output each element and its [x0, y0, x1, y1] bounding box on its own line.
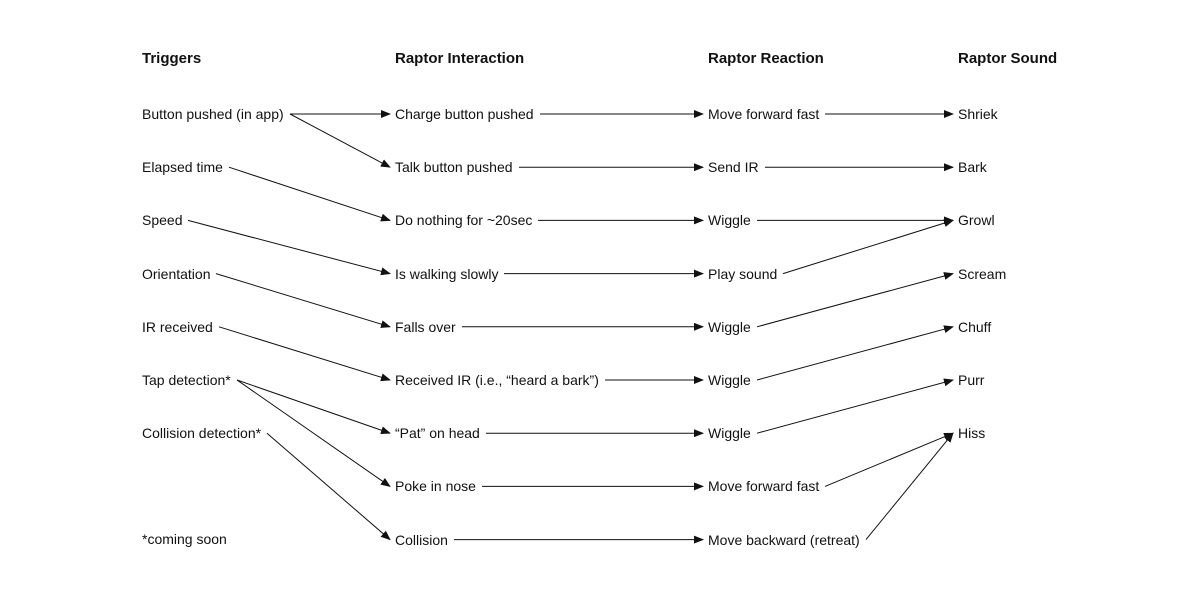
reaction-node: Play sound [708, 265, 778, 282]
sound-node: Scream [958, 265, 1007, 282]
reaction-node: Wiggle [708, 318, 751, 335]
arrow-trigger-to-interaction [266, 432, 391, 541]
reaction-node: Wiggle [708, 372, 751, 388]
trigger-node: IR received [142, 318, 213, 335]
trigger-node: Orientation [142, 265, 211, 282]
sound-node: Shriek [958, 106, 998, 122]
header-triggers: Triggers [142, 50, 202, 67]
interaction-node: Do nothing for ~20sec [395, 212, 533, 229]
arrow-trigger-to-interaction [218, 326, 391, 382]
sound-node: Chuff [958, 318, 992, 335]
sound-node: Bark [958, 159, 987, 176]
sound-node: Hiss [958, 425, 986, 442]
arrow-reaction-to-sound [782, 219, 954, 275]
sound-node: Growl [958, 212, 995, 229]
interaction-node: “Pat” on head [395, 425, 480, 442]
header-raptor-interaction: Raptor Interaction [395, 50, 525, 67]
arrow-reaction-to-sound [824, 432, 954, 487]
sound-node: Purr [958, 372, 985, 388]
interaction-node: Received IR (i.e., “heard a bark”) [395, 372, 599, 388]
arrow-trigger-to-interaction [215, 273, 391, 328]
trigger-node: Tap detection* [142, 372, 231, 388]
interaction-node: Collision [395, 531, 448, 548]
arrow-trigger-to-interaction [228, 166, 391, 222]
trigger-node: Speed [142, 212, 183, 229]
arrow-reaction-to-sound [756, 325, 954, 381]
interaction-node: Poke in nose [395, 478, 476, 495]
arrow-reaction-to-sound [756, 272, 954, 328]
arrow-trigger-to-interaction [289, 113, 391, 168]
trigger-node: Button pushed (in app) [142, 106, 284, 122]
reaction-node: Wiggle [708, 425, 751, 442]
interaction-node: Charge button pushed [395, 106, 534, 122]
reaction-node: Send IR [708, 159, 759, 176]
trigger-node: Collision detection* [142, 425, 262, 442]
reaction-node: Move forward fast [708, 478, 820, 495]
trigger-node: Elapsed time [142, 159, 223, 176]
interaction-node: Talk button pushed [395, 159, 513, 176]
footnote: *coming soon [142, 531, 227, 547]
arrow-trigger-to-interaction [236, 379, 391, 435]
reaction-node: Wiggle [708, 212, 751, 229]
header-raptor-reaction: Raptor Reaction [708, 50, 824, 67]
reaction-node: Move backward (retreat) [708, 531, 860, 548]
arrow-reaction-to-sound [865, 432, 954, 540]
interaction-node: Is walking slowly [395, 265, 499, 282]
header-raptor-sound: Raptor Sound [958, 50, 1058, 67]
interaction-node: Falls over [395, 318, 456, 335]
reaction-node: Move forward fast [708, 106, 820, 122]
arrow-trigger-to-interaction [187, 219, 391, 276]
arrow-reaction-to-sound [756, 378, 954, 434]
arrow-trigger-to-interaction [236, 379, 391, 487]
